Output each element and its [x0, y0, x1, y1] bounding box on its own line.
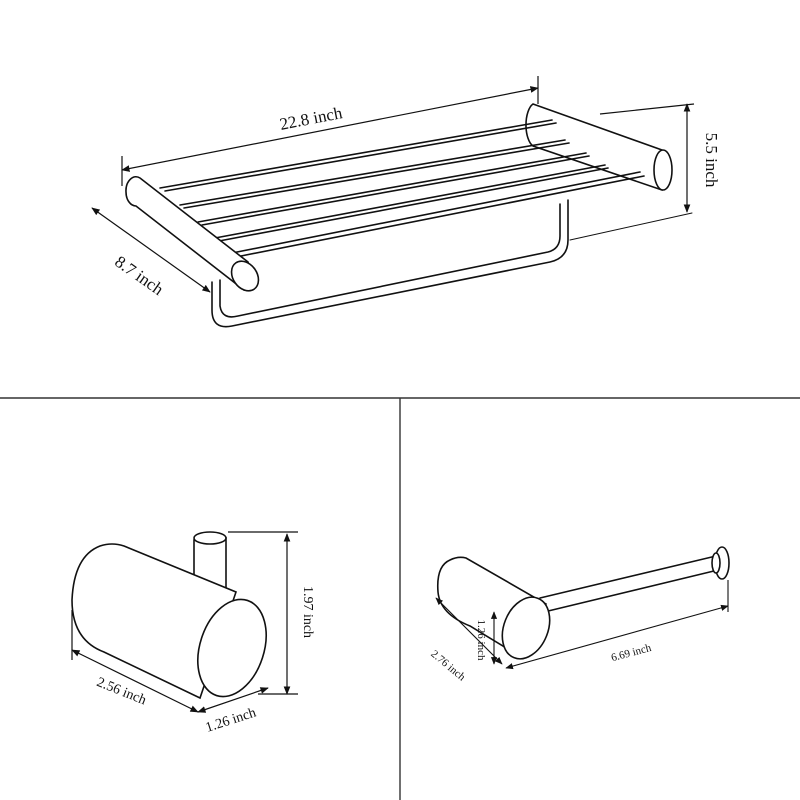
rack-bar — [201, 155, 590, 226]
rack-height-label: 5.5 inch — [702, 133, 721, 188]
rack-bar — [214, 164, 606, 239]
panel-dividers — [0, 397, 800, 800]
rack-lower-bar — [211, 199, 569, 328]
towel-rack-dimensions — [91, 76, 695, 293]
height-extension-top — [599, 103, 695, 115]
width-dimension-line — [121, 86, 539, 172]
holder-length-dimension-line — [505, 604, 729, 670]
holder-end-cap-inner — [711, 552, 721, 574]
rack-bar — [231, 171, 641, 254]
hook-length-label: 2.56 inch — [94, 675, 148, 708]
hook-diameter-dimension-line — [197, 687, 269, 713]
paper-holder-dimensions — [435, 580, 729, 670]
rack-bar — [197, 152, 587, 223]
hook-height-label: 1.97 inch — [300, 586, 315, 638]
holder-length-label: 6.69 inch — [610, 642, 653, 664]
rack-back-mount-end — [653, 149, 673, 191]
depth-dimension-line — [91, 207, 211, 293]
towel-rack-drawing — [125, 103, 693, 328]
holder-height-label: 1.26 inch — [475, 620, 487, 661]
hook-diameter-label: 1.26 inch — [204, 705, 258, 735]
rack-bar — [159, 119, 553, 189]
hook-length-dimension-line — [71, 649, 199, 713]
rack-front-mount-end — [230, 260, 260, 292]
hook-post-top — [193, 531, 227, 545]
rack-lower-bar-inner — [219, 203, 561, 318]
holder-arm — [539, 555, 717, 599]
rack-width-label: 22.8 inch — [278, 103, 344, 134]
rack-depth-label: 8.7 inch — [111, 252, 167, 299]
rack-extension-line — [569, 212, 693, 241]
robe-hook-dimensions — [71, 531, 298, 713]
rack-bar — [235, 175, 645, 258]
rack-bar — [218, 167, 609, 242]
holder-depth-label: 2.76 inch — [428, 648, 467, 684]
rack-bar — [164, 122, 557, 192]
